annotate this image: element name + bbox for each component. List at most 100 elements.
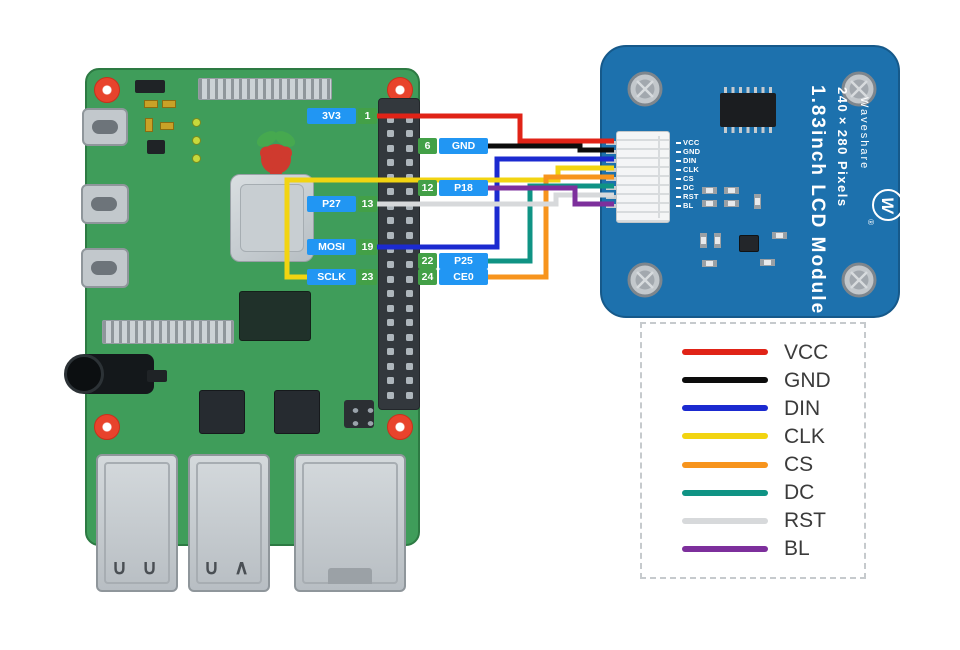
smd-component xyxy=(760,259,775,266)
smd-component xyxy=(147,370,167,382)
gpio-badge-p25: 22 P25 xyxy=(418,253,488,269)
smd-component xyxy=(700,233,707,248)
gpio-badge-gnd: 6 GND xyxy=(418,138,488,154)
wiring-legend: VCC GND DIN CLK CS DC RST BL xyxy=(640,322,866,579)
pin-number-badge: 23 xyxy=(358,269,377,285)
wire-gnd xyxy=(488,143,614,153)
jumper-header xyxy=(344,400,374,428)
legend-label: DIN xyxy=(784,396,821,420)
chip xyxy=(239,291,311,341)
smd-component xyxy=(754,194,761,209)
led xyxy=(192,118,201,127)
lcd-module-board: VCC GND DIN CLK CS DC RST BL 1.83inch LC… xyxy=(600,45,904,318)
smd-component xyxy=(147,140,165,154)
lcd-pin-label: GND xyxy=(676,148,700,156)
gpio-badge-3v3: 3V3 1 xyxy=(307,108,377,124)
pin-number-badge: 13 xyxy=(358,196,377,212)
legend-label: RST xyxy=(784,509,826,533)
smd-component xyxy=(702,200,717,207)
cpu-shield xyxy=(230,174,314,262)
pin-number-badge: 22 xyxy=(418,253,437,269)
smd-component xyxy=(724,200,739,207)
legend-label: DC xyxy=(784,481,815,505)
pin-name-badge: SCLK xyxy=(307,269,356,285)
gpio-badge-p18: 12 P18 xyxy=(418,180,488,196)
pin-name-badge: P18 xyxy=(439,180,488,196)
wire-bl xyxy=(488,185,614,207)
legend-color-swatch xyxy=(682,545,768,552)
lcd-title: 1.83inch LCD Module xyxy=(807,85,828,316)
pin-name-badge: P27 xyxy=(307,196,356,212)
usb-port-symbols: ∪ ∪ xyxy=(112,557,162,579)
ethernet-outline xyxy=(302,462,398,584)
pin-number-badge: 6 xyxy=(418,138,437,154)
legend-row-dc: DC xyxy=(682,482,864,503)
display-connector xyxy=(102,320,234,344)
legend-row-rst: RST xyxy=(682,510,864,531)
usb-port-stack: ∪ ∧ xyxy=(188,454,270,592)
chip xyxy=(274,390,320,434)
legend-color-swatch xyxy=(682,377,768,384)
mounting-hole xyxy=(94,77,120,103)
driver-ic xyxy=(720,87,776,133)
screw-hole xyxy=(841,262,877,298)
legend-color-swatch xyxy=(682,405,768,412)
raspberry-pi-board: ∪ ∪ ∪ ∧ xyxy=(78,68,420,592)
smd-component xyxy=(739,235,759,252)
lcd-pin-label: CS xyxy=(676,175,694,183)
legend-row-gnd: GND xyxy=(682,370,864,391)
wire-cs xyxy=(488,174,614,280)
ethernet-port xyxy=(294,454,406,592)
smd-component xyxy=(714,233,721,248)
gpio-badge-p27: P27 13 xyxy=(307,196,377,212)
pin-number-badge: 24 xyxy=(418,269,437,285)
micro-hdmi-port xyxy=(81,184,129,224)
pin-name-badge: 3V3 xyxy=(307,108,356,124)
usb-c-port xyxy=(82,108,128,146)
smd-component xyxy=(144,100,158,108)
pin-name-badge: CE0 xyxy=(439,269,488,285)
smd-component xyxy=(162,100,176,108)
legend-row-vcc: VCC xyxy=(682,342,864,363)
gpio-badge-ce0: 24 CE0 xyxy=(418,269,488,285)
legend-row-cs: CS xyxy=(682,454,864,475)
lcd-pin-label: DC xyxy=(676,184,694,192)
pin-name-badge: MOSI xyxy=(307,239,356,255)
pin-name-badge: GND xyxy=(439,138,488,154)
screw-hole xyxy=(627,71,663,107)
usb-port-symbols: ∪ ∧ xyxy=(204,557,254,579)
screw-hole xyxy=(627,262,663,298)
led xyxy=(192,154,201,163)
pin-number-badge: 19 xyxy=(358,239,377,255)
lcd-pin-label: BL xyxy=(676,202,693,210)
legend-label: BL xyxy=(784,537,810,561)
smd-component xyxy=(702,260,717,267)
gpio-badge-sclk: SCLK 23 xyxy=(307,269,377,285)
legend-row-bl: BL xyxy=(682,538,864,559)
legend-row-clk: CLK xyxy=(682,426,864,447)
waveshare-logo-mark: W xyxy=(878,196,898,214)
camera-connector xyxy=(198,78,332,100)
usb-port-outline xyxy=(104,462,170,584)
waveshare-brand: Waveshare xyxy=(858,97,870,171)
ethernet-notch xyxy=(328,568,372,584)
waveshare-logo: W ® xyxy=(866,189,904,225)
lcd-pin-label: RST xyxy=(676,193,699,201)
smd-component xyxy=(160,122,174,130)
pin-number-badge: 1 xyxy=(358,108,377,124)
gpio-badge-mosi: MOSI 19 xyxy=(307,239,377,255)
smd-component xyxy=(772,232,787,239)
chip xyxy=(199,390,245,434)
legend-label: CS xyxy=(784,453,814,477)
lcd-wire-connector xyxy=(616,131,670,223)
smd-component xyxy=(724,187,739,194)
legend-row-din: DIN xyxy=(682,398,864,419)
legend-color-swatch xyxy=(682,349,768,356)
audio-jack xyxy=(78,354,154,394)
smd-component xyxy=(145,118,153,132)
micro-hdmi-port xyxy=(81,248,129,288)
smd-component xyxy=(702,187,717,194)
legend-color-swatch xyxy=(682,461,768,468)
mounting-hole xyxy=(387,414,413,440)
mounting-hole xyxy=(94,414,120,440)
